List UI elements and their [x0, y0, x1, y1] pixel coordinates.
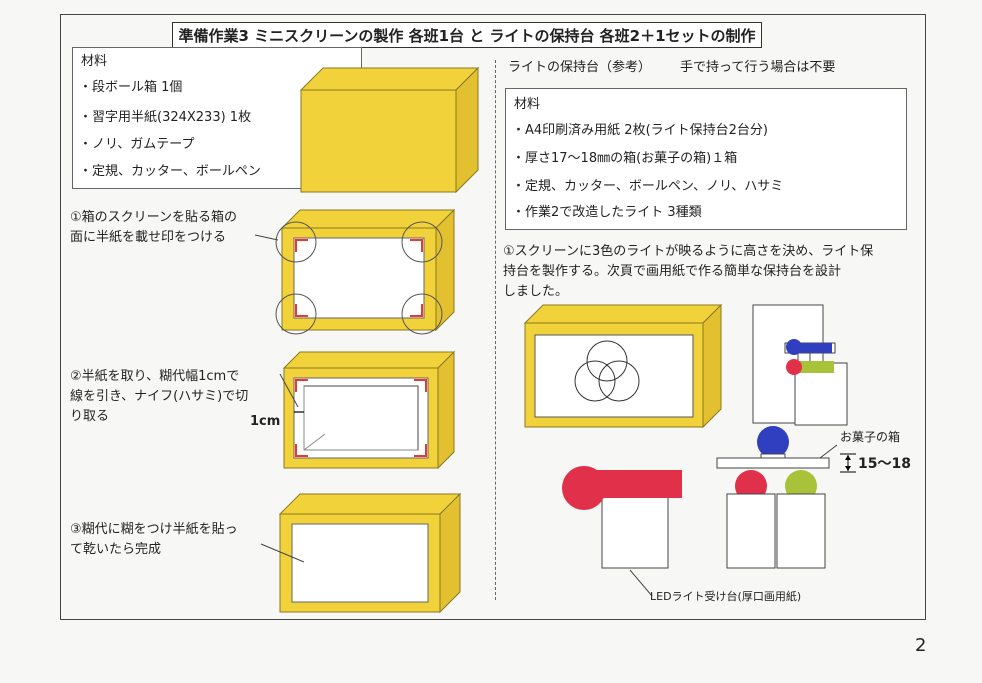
- right-heading: ライトの保持台（参考）: [508, 60, 652, 75]
- right-material-item: ・厚さ17～18㎜の箱(お菓子の箱)１箱: [512, 151, 738, 166]
- led-light-on-stand: [562, 466, 682, 597]
- right-materials-heading: 材料: [514, 97, 541, 112]
- led-stand-label: LEDライト受け台(厚口画用紙): [650, 590, 802, 603]
- left-step3-line: ③糊代に糊をつけ半紙を貼っ: [70, 522, 238, 537]
- box-finished: [260, 492, 462, 614]
- height-label: 15～18: [858, 456, 911, 472]
- right-heading-note: 手で持って行う場合は不要: [680, 60, 836, 75]
- left-step1-line: 面に半紙を載せ印をつける: [70, 230, 227, 245]
- right-step1-line: 持台を製作する。次頁で画用紙で作る簡単な保持台を設計: [503, 264, 842, 279]
- right-step1-line: しました。: [503, 284, 569, 299]
- page-frame: [60, 14, 926, 620]
- left-materials-heading: 材料: [81, 54, 108, 69]
- light-holder-front-view: [716, 426, 838, 569]
- candy-box-label: お菓子の箱: [840, 430, 901, 444]
- page-title: 準備作業3 ミニスクリーンの製作 各班1台 と ライトの保持台 各班2＋1セット…: [172, 22, 762, 48]
- box-with-marks: [254, 208, 456, 335]
- left-step1-line: ①箱のスクリーンを貼る箱の: [70, 210, 238, 225]
- screen-box-venn: [523, 303, 723, 429]
- right-material-item: ・A4印刷済み用紙 2枚(ライト保持台2台分): [512, 123, 768, 138]
- left-step2-line: り取る: [70, 409, 110, 424]
- left-material-item: ・ノリ、ガムテープ: [79, 137, 195, 152]
- right-material-item: ・作業2で改造したライト 3種類: [512, 205, 702, 220]
- page-number: 2: [915, 635, 927, 656]
- right-materials-box: 材料 ・A4印刷済み用紙 2枚(ライト保持台2台分) ・厚さ17～18㎜の箱(お…: [505, 88, 907, 230]
- left-material-item: ・段ボール箱 1個: [79, 80, 183, 95]
- dimension-1cm-label: 1cm: [250, 414, 281, 429]
- left-step2-line: ②半紙を取り、糊代幅1cmで: [70, 369, 240, 384]
- light-stack-side-view: [752, 304, 848, 426]
- box-cutting: [279, 350, 456, 470]
- left-step3-line: て乾いたら完成: [70, 542, 162, 557]
- right-step1-line: ①スクリーンに3色のライトが映るように高さを決め、ライト保: [503, 244, 874, 259]
- left-material-item: ・習字用半紙(324X233) 1枚: [79, 110, 252, 125]
- column-divider: [495, 60, 496, 600]
- left-material-item: ・定規、カッター、ボールペン: [79, 164, 261, 179]
- left-step2-line: 線を引き、ナイフ(ハサミ)で切: [70, 389, 249, 404]
- right-material-item: ・定規、カッター、ボールペン、ノリ、ハサミ: [512, 179, 784, 194]
- cardboard-box-plain: [299, 66, 480, 194]
- height-dimension-arrow: [840, 453, 856, 473]
